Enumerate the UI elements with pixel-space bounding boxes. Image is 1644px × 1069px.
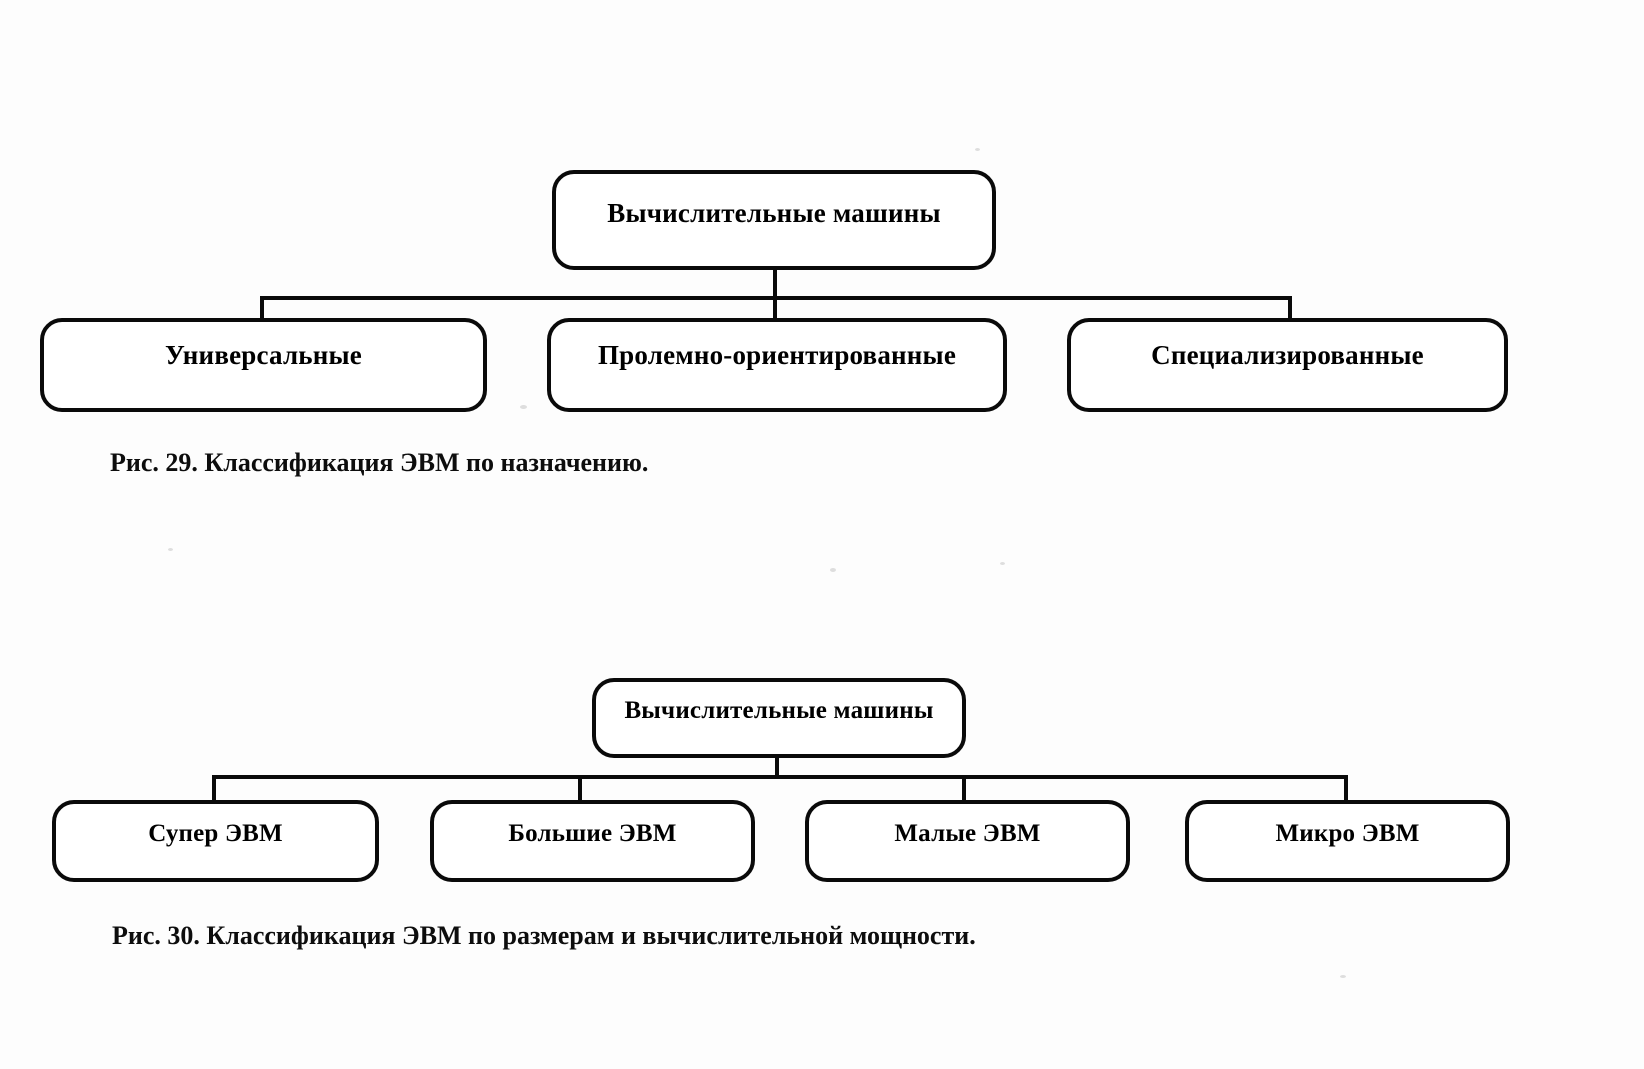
scan-speck <box>975 148 980 151</box>
connector-drop-child-1 <box>212 775 216 803</box>
node-problem-oriented[interactable]: Пролемно-ориентированные <box>547 318 1007 412</box>
node-super-computer[interactable]: Супер ЭВМ <box>52 800 379 882</box>
figure-30-caption: Рис. 30. Классификация ЭВМ по размерам и… <box>112 921 976 950</box>
scan-speck <box>830 568 836 572</box>
connector-drop-child-2 <box>773 296 777 320</box>
connector-drop-child-3 <box>962 775 966 803</box>
connector-drop-child-2 <box>578 775 582 803</box>
node-label: Универсальные <box>165 340 362 370</box>
node-small-computer[interactable]: Малые ЭВМ <box>805 800 1130 882</box>
scan-speck <box>1000 562 1005 565</box>
node-universal[interactable]: Универсальные <box>40 318 487 412</box>
node-label: Пролемно-ориентированные <box>597 340 957 370</box>
node-label: Микро ЭВМ <box>1275 820 1420 847</box>
connector-drop-child-4 <box>1344 775 1348 803</box>
node-label: Большие ЭВМ <box>508 820 677 847</box>
node-root-computing-machines[interactable]: Вычислительные машины <box>592 678 966 758</box>
node-specialized[interactable]: Специализированные <box>1067 318 1508 412</box>
connector-root-stem <box>773 268 777 302</box>
node-micro-computer[interactable]: Микро ЭВМ <box>1185 800 1510 882</box>
node-label: Вычислительные машины <box>607 198 941 228</box>
node-label: Специализированные <box>1151 340 1424 370</box>
scan-speck <box>520 405 527 409</box>
figure-29-caption: Рис. 29. Классификация ЭВМ по назначению… <box>110 448 649 477</box>
connector-horizontal-bus <box>212 775 1348 779</box>
node-root-computing-machines[interactable]: Вычислительные машины <box>552 170 996 270</box>
node-label: Вычислительные машины <box>624 697 934 724</box>
node-label: Малые ЭВМ <box>894 820 1041 847</box>
node-large-computer[interactable]: Большие ЭВМ <box>430 800 755 882</box>
connector-drop-child-3 <box>1288 296 1292 320</box>
connector-drop-child-1 <box>260 296 264 320</box>
scan-speck <box>1340 975 1346 978</box>
connector-root-stem <box>775 756 779 779</box>
scan-speck <box>168 548 173 551</box>
node-label: Супер ЭВМ <box>148 820 283 847</box>
